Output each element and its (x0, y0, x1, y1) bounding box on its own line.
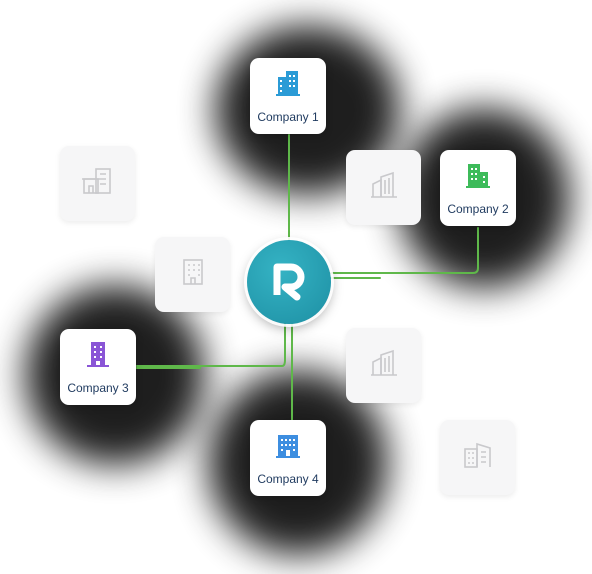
hub-node[interactable] (247, 240, 331, 324)
storefront-building-icon (80, 165, 116, 202)
office-building-icon (85, 340, 111, 373)
company-label: Company 3 (67, 380, 129, 395)
company-label: Company 4 (257, 471, 319, 486)
office-building-icon (275, 69, 301, 102)
link-company-2 (328, 227, 479, 274)
office-building-icon (464, 161, 492, 194)
tower-building-icon (369, 348, 399, 383)
company-label: Company 1 (257, 109, 319, 124)
company-card-2[interactable]: Company 2 (440, 150, 516, 226)
office-building-icon (462, 439, 494, 476)
placeholder-card (346, 150, 421, 225)
company-card-3[interactable]: Company 3 (60, 329, 136, 405)
tower-building-icon (369, 170, 399, 205)
r-logo-icon (269, 259, 309, 306)
office-building-icon (274, 431, 302, 464)
placeholder-card (346, 328, 421, 403)
company-card-1[interactable]: Company 1 (250, 58, 326, 134)
office-building-icon (178, 257, 208, 292)
placeholder-card (60, 146, 135, 221)
placeholder-card (440, 420, 515, 495)
link-company-3 (136, 319, 286, 367)
placeholder-card (155, 237, 230, 312)
company-card-4[interactable]: Company 4 (250, 420, 326, 496)
company-label: Company 2 (447, 201, 509, 216)
